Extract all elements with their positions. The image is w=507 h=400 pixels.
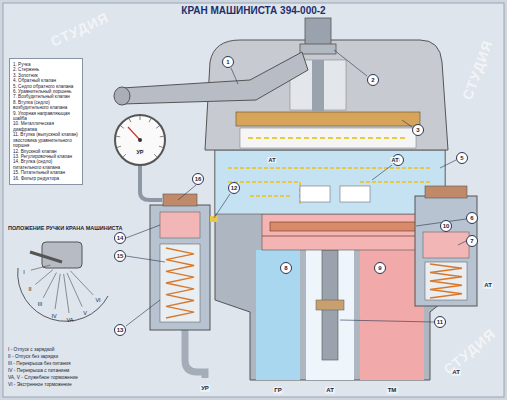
port-label: АТ [267,157,276,163]
callout-number: 3 [412,124,424,136]
port-label: АТ [483,282,493,289]
position-label: I [23,269,25,275]
callout-number: 15 [114,250,126,262]
callout-number: 6 [466,212,478,224]
callout-number: 11 [434,316,446,328]
position-label: V [83,310,87,316]
position-label: IV [51,313,56,319]
callout-number: 1 [222,56,234,68]
part-name: 15. Питательный клапан [13,170,79,175]
callout-number: 7 [466,235,478,247]
position-label: I - Отпуск с зарядкой [8,347,54,352]
position-label: II [28,286,31,292]
position-label: II - Отпуск без зарядки [8,354,58,359]
position-label: VA, V - Служебное торможение [8,375,78,380]
position-label: III - Перекрыша без питания [8,361,71,366]
position-label: III [38,301,43,307]
callout-number: 5 [456,152,468,164]
port-label: ТМ [387,387,398,394]
callout-number: 14 [114,232,126,244]
part-name: 7. Возбудительный клапан [13,94,79,99]
callout-number: 13 [114,324,126,336]
part-name: 5. Седло обратного клапана [13,84,79,89]
part-name: 8. Втулка (седло) возбудительного клапан… [13,100,79,111]
callout-number: 16 [192,173,204,185]
position-label: VI - Экстренное торможение [8,382,72,387]
callout-number: 12 [228,182,240,194]
poster-title: КРАН МАШИНИСТА 394-000-2 [0,5,507,16]
port-label: АТ [390,157,399,163]
callout-number: 2 [367,74,379,86]
callout-number: 8 [280,262,292,274]
part-name: 11. Втулка (выпускной клапан) хвостовика… [13,132,79,148]
position-label: VI [95,297,100,303]
port-label: УР [200,385,210,392]
part-name: 12. Впускной клапан [13,149,79,154]
port-label: ГР [273,387,282,394]
part-name: 16. Фильтр редуктора [13,176,79,181]
callout-number: 10 [440,220,452,232]
position-label: IV - Перекрыша с питанием [8,368,69,373]
parts-list-box: 1. Ручка2. Стержень3. Золотник4. Обратны… [9,58,83,185]
part-name: 9. Упорная направляющая шайба [13,111,79,122]
part-name: 14. Втулка (седло) питательного клапана [13,159,79,170]
part-name: 10. Металлическая диафрагма [13,121,79,132]
position-label: VA [67,317,74,323]
part-name: 2. Стержень [13,67,79,72]
callout-number: 9 [374,262,386,274]
port-label: УР [135,149,144,155]
part-name: 3. Золотник [13,73,79,78]
part-name: 1. Ручка [13,62,79,67]
part-name: 4. Обратный клапан [13,78,79,83]
section-heading: ПОЛОЖЕНИЕ РУЧКИ КРАНА МАШИНИСТА [8,225,122,231]
port-label: АТ [325,387,335,394]
part-name: 13. Регулировочный клапан [13,154,79,159]
part-name: 6. Уравнительный поршень [13,89,79,94]
